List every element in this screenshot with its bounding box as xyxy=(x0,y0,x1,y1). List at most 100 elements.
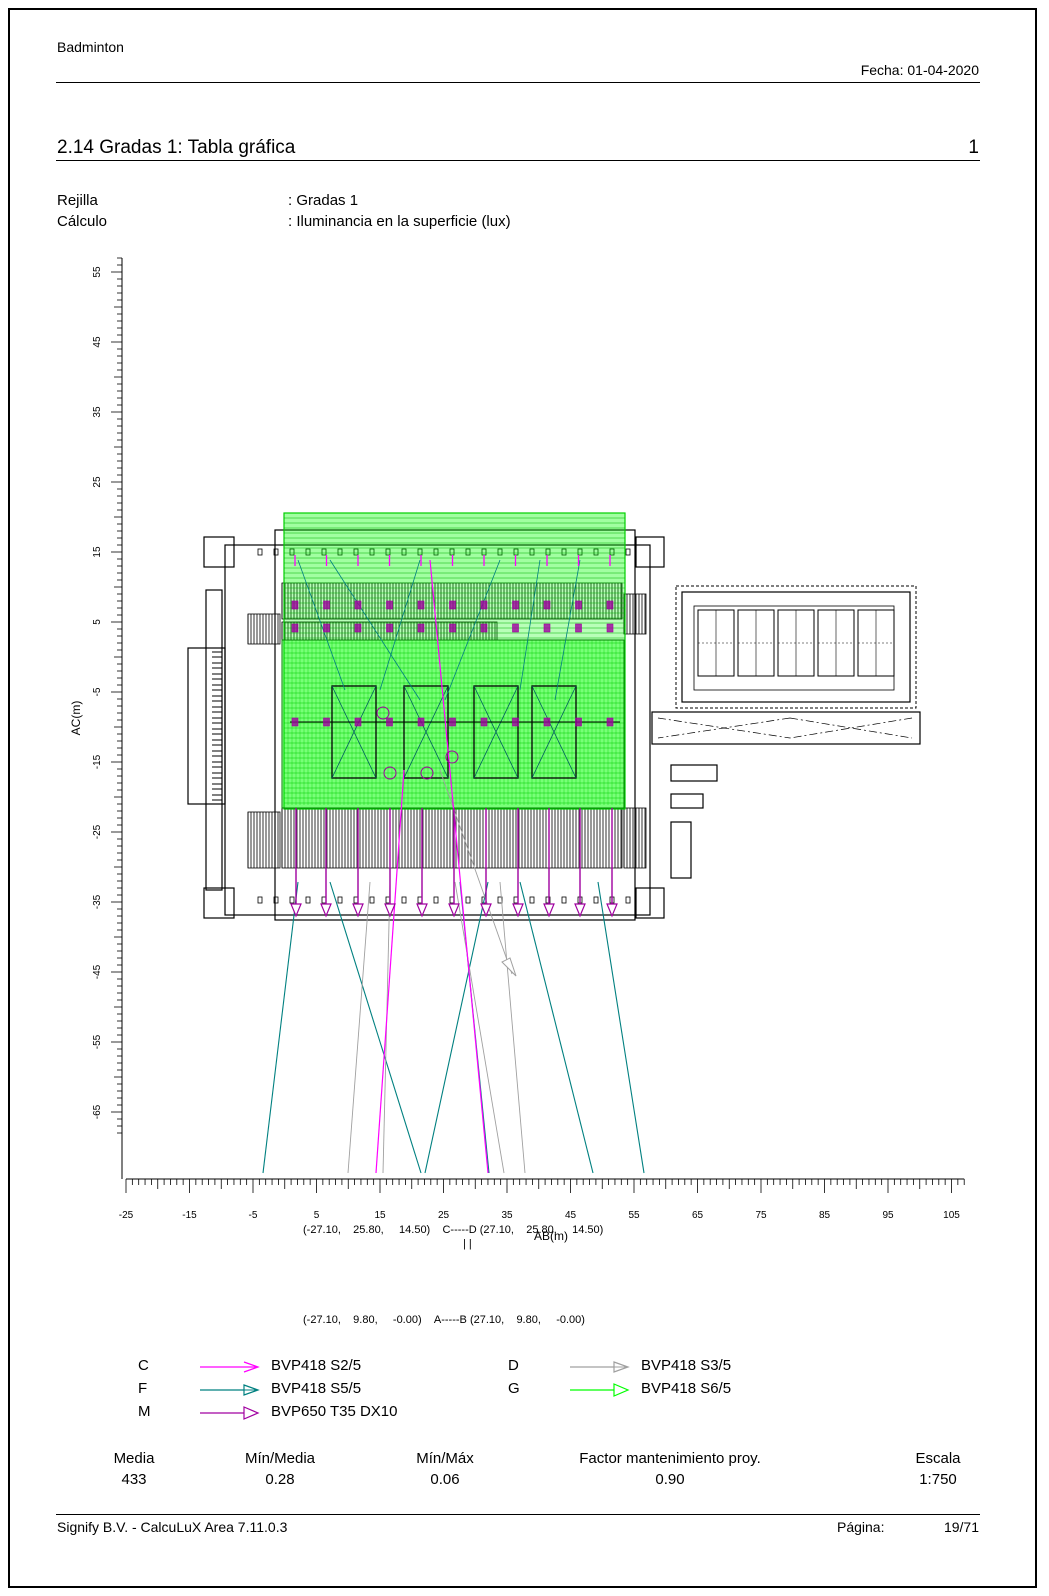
arrowhead-m xyxy=(352,903,364,918)
luminaire-marker xyxy=(323,717,330,727)
luminaire-marker xyxy=(291,717,299,727)
post-bottom xyxy=(273,896,279,904)
legend-label-d: BVP418 S3/5 xyxy=(641,1357,732,1374)
stat-min-media-value: 0.28 xyxy=(265,1471,295,1488)
post-bottom xyxy=(433,896,439,904)
stat-scale-value: 1:750 xyxy=(919,1471,957,1488)
post-top xyxy=(545,548,551,556)
luminaire-marker xyxy=(449,623,456,633)
west-stairs xyxy=(212,651,223,801)
arrowhead-m xyxy=(512,903,524,918)
post-top xyxy=(577,548,583,556)
building-outline xyxy=(187,529,921,921)
corner-block-bl xyxy=(203,887,235,919)
room-2 xyxy=(670,793,704,809)
court-aim-cross xyxy=(531,685,577,779)
beam-c xyxy=(429,559,489,1174)
beam-f-upper xyxy=(519,559,541,691)
arrow-f-icon xyxy=(200,1384,260,1396)
room-1 xyxy=(670,764,718,782)
court-aim-cross xyxy=(331,685,377,779)
luminaire-marker xyxy=(543,717,551,727)
post-top xyxy=(433,548,439,556)
luminaire-marker xyxy=(606,717,614,727)
luminaire-marker xyxy=(291,623,299,633)
luminaire-aiming-lines xyxy=(262,555,645,1174)
post-bottom xyxy=(593,896,599,904)
luminaire-marker xyxy=(512,600,519,610)
y-tick-label: -5 xyxy=(92,687,103,696)
legend-arrows-right xyxy=(570,1361,630,1397)
meta-label-calc: Cálculo xyxy=(57,213,108,230)
corridor-bracing xyxy=(657,717,913,739)
luminaire-marker xyxy=(449,717,456,727)
legend-label-f: BVP418 S5/5 xyxy=(271,1380,362,1397)
x-tick-label: -5 xyxy=(249,1210,258,1221)
luminaire-marker xyxy=(512,717,519,727)
luminaire-marker xyxy=(606,623,614,633)
arrow-g-icon xyxy=(570,1383,630,1397)
court-aim-cross xyxy=(403,685,449,779)
y-tick-label: 35 xyxy=(92,406,103,418)
grid-rows xyxy=(284,517,625,809)
luminaire-marker xyxy=(354,717,362,727)
page-frame xyxy=(8,8,1037,1588)
arrow-d-icon xyxy=(570,1361,630,1373)
arrowhead-m xyxy=(290,903,302,918)
training-courts-area xyxy=(693,605,895,691)
luminaire-marker xyxy=(575,717,582,727)
arrowhead-m xyxy=(384,903,396,918)
arrowhead-m xyxy=(416,903,428,918)
aiming-circle xyxy=(376,706,390,720)
luminaire-marker xyxy=(386,623,393,633)
hall-outline xyxy=(274,529,636,921)
y-tick-label: -15 xyxy=(92,754,103,769)
arrow-m-icon xyxy=(200,1406,260,1420)
post-top xyxy=(353,548,359,556)
post-top xyxy=(561,548,567,556)
beam-c xyxy=(375,769,405,1174)
aiming-circle xyxy=(383,766,397,780)
section-number: 1 xyxy=(968,137,979,158)
beam-f xyxy=(519,881,594,1174)
post-bottom xyxy=(369,896,375,904)
luminaire-marker xyxy=(417,623,425,633)
calculation-grid xyxy=(281,512,626,810)
east-seating-north-frame xyxy=(623,593,647,635)
post-bottom xyxy=(625,896,631,904)
post-top xyxy=(497,548,503,556)
post-top xyxy=(401,548,407,556)
legend-key-g: G xyxy=(508,1380,520,1397)
y-tick-label: 45 xyxy=(92,336,103,348)
aiming-circle xyxy=(420,766,434,780)
section-rule xyxy=(56,160,980,161)
coord-row-top: (-27.10, 25.80, 14.50) C-----D (27.10, 2… xyxy=(303,1224,604,1236)
luminaire-marker xyxy=(606,600,614,610)
legend-label-m: BVP650 T35 DX10 xyxy=(271,1403,398,1420)
x-axis-label: AB(m) xyxy=(534,1229,568,1243)
legend-label-g: BVP418 S6/5 xyxy=(641,1380,732,1397)
stat-media-value: 433 xyxy=(121,1471,147,1488)
post-bottom xyxy=(529,896,535,904)
west-seating-south-frame xyxy=(247,811,281,869)
x-tick-label: 35 xyxy=(501,1210,513,1221)
footer-rule xyxy=(56,1514,980,1515)
legend-key-f: F xyxy=(138,1380,148,1397)
luminaire-marker xyxy=(386,600,393,610)
document-title: Badminton xyxy=(57,39,124,55)
legend-arrows-left xyxy=(200,1361,260,1420)
coord-bars: | | xyxy=(463,1238,472,1250)
luminaire-marker xyxy=(480,717,488,727)
arrowhead-m xyxy=(480,903,492,918)
post-bottom xyxy=(465,896,471,904)
post-top xyxy=(289,548,295,556)
footer-page-value: 19/71 xyxy=(943,1519,979,1535)
legend-key-c: C xyxy=(138,1357,149,1374)
arrowhead-m xyxy=(448,903,460,918)
court-aim-cross xyxy=(473,685,519,779)
x-tick-label: 5 xyxy=(314,1210,320,1221)
post-top xyxy=(625,548,631,556)
beam-d xyxy=(347,881,371,1174)
post-bottom xyxy=(497,896,503,904)
